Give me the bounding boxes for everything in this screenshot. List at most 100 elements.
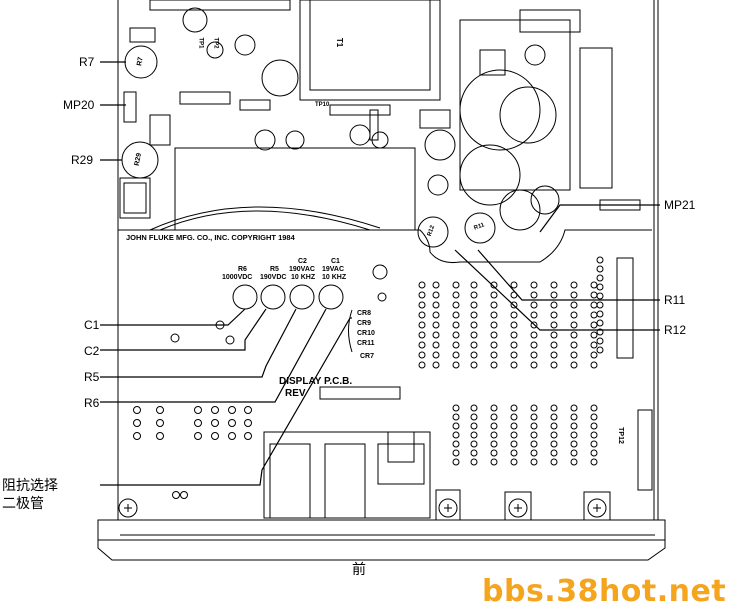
pcb-hole — [596, 301, 604, 309]
callout-r7: R7 — [79, 55, 95, 69]
pcb-hole — [418, 311, 426, 319]
pcb-hole — [530, 413, 538, 421]
pcb-hole — [590, 281, 598, 289]
comp-c1-rating1: 19VAC — [322, 266, 345, 273]
comp-r6-rating: 1000VDC — [222, 274, 253, 281]
pcb-hole — [570, 440, 578, 448]
pcb-hole — [590, 341, 598, 349]
pcb-hole — [432, 291, 440, 299]
pcb-hole — [490, 331, 498, 339]
pcb-hole — [490, 281, 498, 289]
pcb-hole — [490, 291, 498, 299]
pcb-hole — [550, 413, 558, 421]
pcb-hole — [432, 321, 440, 329]
pcb-hole — [432, 361, 440, 369]
callout-r11: R11 — [664, 293, 686, 307]
pcb-hole — [432, 351, 440, 359]
pcb-hole — [530, 404, 538, 412]
pcb-hole — [470, 404, 478, 412]
pcb-hole — [596, 346, 604, 354]
pcb-hole — [490, 301, 498, 309]
pcb-hole — [133, 406, 141, 414]
tp1-text: TP1 — [197, 37, 204, 49]
pcb-hole — [550, 301, 558, 309]
pcb-hole — [590, 404, 598, 412]
pcb-hole — [590, 431, 598, 439]
screw-icons — [118, 498, 607, 518]
comp-r6-name: R6 — [238, 266, 247, 273]
pcb-hole — [596, 319, 604, 327]
callout-r12: R12 — [664, 323, 687, 337]
hole-pattern-right — [418, 256, 604, 466]
pcb-hole — [570, 331, 578, 339]
pcb-hole — [596, 265, 604, 273]
pcb-hole — [550, 341, 558, 349]
pcb-hole — [510, 331, 518, 339]
pcb-hole — [452, 458, 460, 466]
pcb-hole — [570, 291, 578, 299]
pcb-hole — [590, 311, 598, 319]
pcb-hole — [530, 291, 538, 299]
callout-diode: 二极管 — [2, 496, 44, 512]
pcb-hole — [490, 413, 498, 421]
pcb-hole — [194, 406, 202, 414]
pcb-hole — [452, 351, 460, 359]
pcb-hole — [452, 301, 460, 309]
pcb-hole — [590, 413, 598, 421]
pcb-hole — [590, 422, 598, 430]
callout-impedance-selector: 阻抗选择 — [2, 478, 58, 494]
pcb-hole — [470, 321, 478, 329]
comp-c1-name: C1 — [331, 258, 340, 265]
pcb-hole — [244, 406, 252, 414]
pcb-hole — [228, 432, 236, 440]
comp-r5-name: R5 — [270, 266, 279, 273]
pcb-hole — [596, 274, 604, 282]
tp12-text: TP12 — [616, 427, 624, 444]
callout-mp21: MP21 — [664, 198, 696, 212]
pcb-hole — [570, 361, 578, 369]
pcb-hole — [510, 458, 518, 466]
pcb-hole — [490, 321, 498, 329]
pcb-hole — [596, 283, 604, 291]
pcb-hole — [550, 311, 558, 319]
pcb-hole — [490, 422, 498, 430]
pcb-hole — [418, 351, 426, 359]
pcb-hole — [570, 351, 578, 359]
pcb-hole — [452, 422, 460, 430]
pcb-hole — [530, 351, 538, 359]
pcb-hole — [530, 321, 538, 329]
pcb-hole — [180, 491, 188, 499]
pcb-hole — [530, 440, 538, 448]
comp-c2-rating1: 190VAC — [289, 266, 315, 273]
pcb-hole — [590, 458, 598, 466]
pcb-hole — [570, 404, 578, 412]
pcb-hole — [490, 440, 498, 448]
pcb-hole — [452, 291, 460, 299]
shield-box — [119, 147, 416, 231]
pcb-hole — [510, 449, 518, 457]
pcb-hole — [530, 331, 538, 339]
callout-r5: R5 — [84, 370, 100, 384]
power-supply-board — [129, 0, 641, 231]
pcb-hole — [570, 422, 578, 430]
pcb-hole — [550, 431, 558, 439]
pcb-hole — [470, 458, 478, 466]
pcb-hole — [530, 301, 538, 309]
pcb-hole — [452, 361, 460, 369]
comp-c2-name: C2 — [298, 258, 307, 265]
pcb-hole — [530, 361, 538, 369]
pcb-hole — [596, 292, 604, 300]
pcb-hole — [418, 331, 426, 339]
pcb-hole — [211, 432, 219, 440]
pcb-hole — [590, 351, 598, 359]
pcb-hole — [194, 419, 202, 427]
pcb-hole — [418, 321, 426, 329]
pcb-hole — [550, 404, 558, 412]
pcb-hole — [490, 458, 498, 466]
pcb-hole — [530, 311, 538, 319]
pcb-hole — [452, 431, 460, 439]
pcb-hole — [194, 432, 202, 440]
pcb-hole — [530, 458, 538, 466]
pcb-hole — [530, 449, 538, 457]
pcb-hole — [550, 351, 558, 359]
